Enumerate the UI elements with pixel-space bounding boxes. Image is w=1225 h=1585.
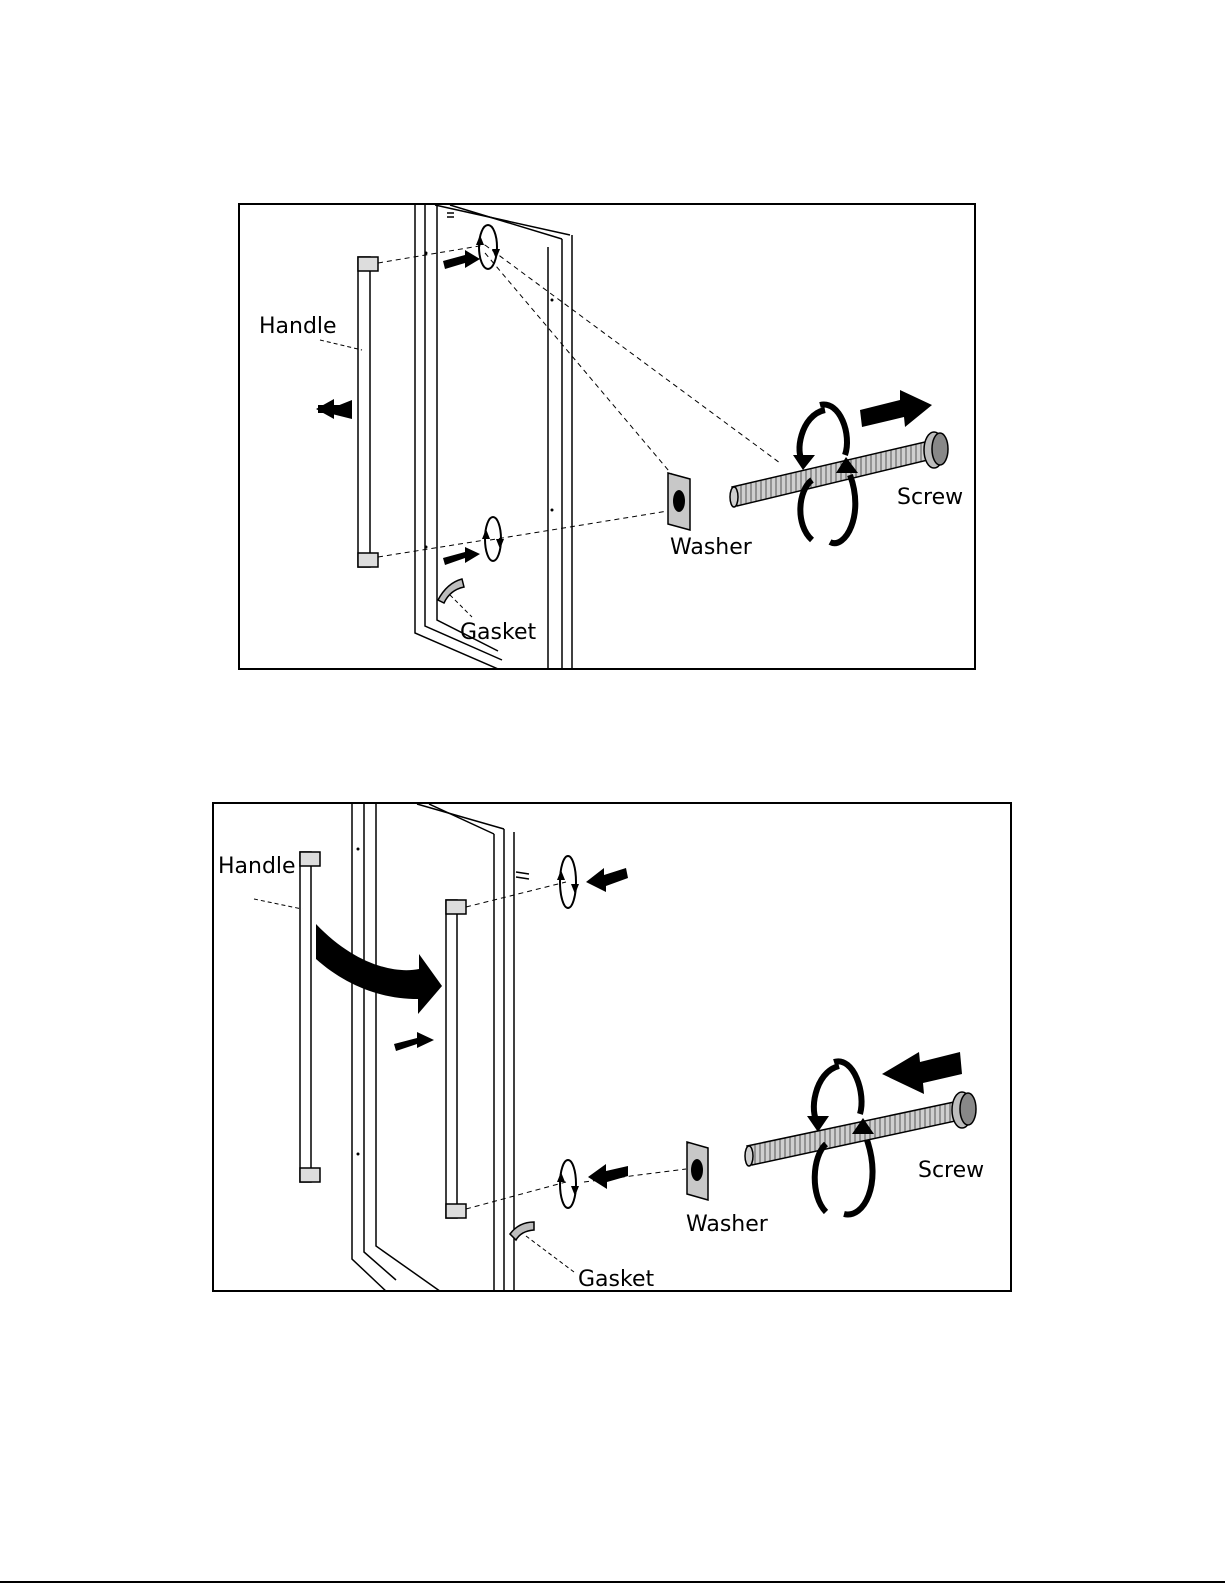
washer-label: Washer xyxy=(670,535,752,561)
insert-arrow-bottom xyxy=(588,1164,628,1189)
frame-rivets xyxy=(425,252,554,549)
diagram-panel-install-handle: Handle Screw Washer Gasket xyxy=(212,802,1012,1292)
alignment-lines xyxy=(466,882,686,1209)
nut-rotation-top xyxy=(557,856,579,908)
washer-label: Washer xyxy=(686,1212,768,1238)
gasket xyxy=(438,579,464,603)
screw-label: Screw xyxy=(918,1158,984,1184)
handle-leader-line xyxy=(320,340,362,350)
washer xyxy=(668,473,690,530)
install-handle-illustration xyxy=(214,804,1012,1292)
push-handle-arrow xyxy=(394,1032,434,1051)
insert-arrow-bottom xyxy=(443,547,480,565)
screw-label: Screw xyxy=(897,485,963,511)
washer xyxy=(687,1142,708,1200)
insert-arrow-top xyxy=(443,250,480,269)
insert-arrow-top xyxy=(586,868,628,892)
pull-screw-arrow xyxy=(860,390,932,427)
page-bottom-rule xyxy=(0,1581,1225,1583)
handle-bar-installed xyxy=(446,900,466,1218)
gasket-leader-line xyxy=(526,1236,574,1272)
frame-rivets xyxy=(357,848,360,1156)
handle-label: Handle xyxy=(259,314,337,340)
door-bolt-stub xyxy=(516,872,529,879)
handle-label: Handle xyxy=(218,854,296,880)
gasket-leader-line xyxy=(450,595,472,617)
nut-rotation-bottom xyxy=(557,1160,579,1208)
push-screw-arrow xyxy=(882,1052,962,1094)
door-frame xyxy=(352,804,514,1292)
nut-rotation-bottom xyxy=(482,517,504,561)
handle-bar-original xyxy=(300,852,320,1182)
remove-handle-illustration xyxy=(240,205,976,670)
diagram-panel-remove-handle: Handle Screw Washer Gasket xyxy=(238,203,976,670)
door-bolt-stub xyxy=(447,213,454,217)
gasket-label: Gasket xyxy=(460,620,536,646)
alignment-lines xyxy=(378,245,780,557)
move-handle-arrow xyxy=(316,924,442,1014)
handle-leader-line xyxy=(254,899,302,909)
gasket-label: Gasket xyxy=(578,1267,654,1292)
handle-bar xyxy=(358,257,378,567)
